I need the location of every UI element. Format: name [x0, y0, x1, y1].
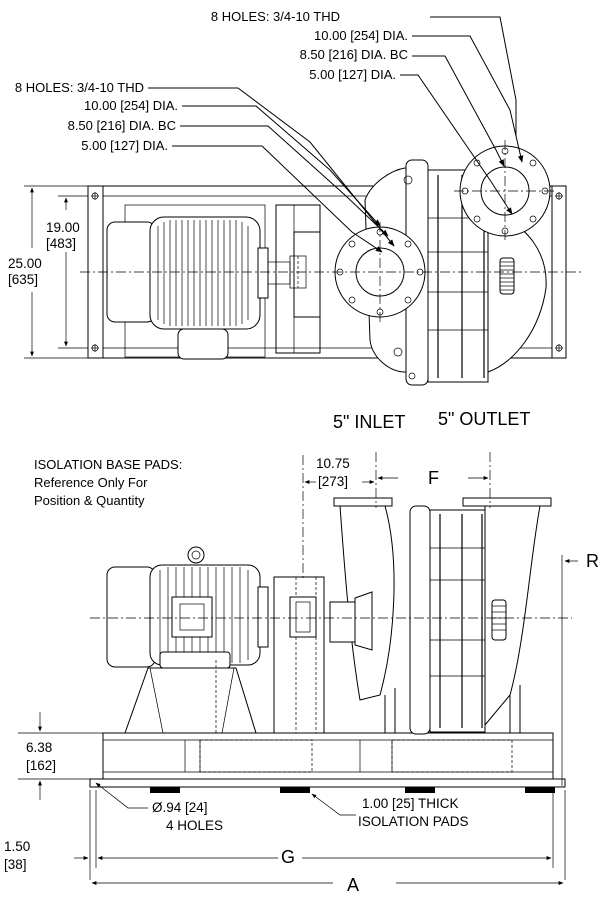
motor-top	[106, 216, 291, 360]
top-vertical-dimensions	[24, 185, 88, 359]
outlet-size-label: 5" OUTLET	[438, 409, 530, 429]
pump-side	[329, 497, 552, 735]
coupling-guard-side	[215, 576, 325, 734]
dim-25-metric: [635]	[8, 272, 38, 287]
outlet-inner-dia-label: 5.00 [127] DIA.	[309, 67, 396, 82]
inlet-inner-dia-label: 5.00 [127] DIA.	[81, 138, 168, 153]
dim-a-label: A	[347, 875, 359, 895]
hole-count-label: 4 HOLES	[166, 818, 223, 833]
pad-thickness-label: 1.00 [25] THICK	[362, 796, 459, 811]
dim-25-value: 25.00	[8, 256, 42, 271]
dim-1075-metric: [273]	[318, 474, 348, 489]
inlet-flange-leaders	[148, 87, 395, 253]
pad-type-label: ISOLATION PADS	[358, 814, 469, 829]
pads-note-line1: ISOLATION BASE PADS:	[34, 457, 182, 472]
pads-note-line3: Position & Quantity	[34, 493, 145, 508]
base-bolt-symbols	[91, 192, 563, 352]
dim-1075-value: 10.75	[316, 456, 350, 471]
dim-150-value: 1.50	[4, 839, 30, 854]
inlet-holes-label: 8 HOLES: 3/4-10 THD	[15, 80, 144, 95]
inlet-size-label: 5" INLET	[333, 412, 405, 432]
hole-dia-label: Ø.94 [24]	[152, 800, 208, 815]
outlet-bolt-circle-label: 8.50 [216] DIA. BC	[300, 47, 408, 62]
dim-638-metric: [162]	[26, 758, 56, 773]
outlet-outer-dia-label: 10.00 [254] DIA.	[314, 28, 408, 43]
top-view: 8 HOLES: 3/4-10 THD 10.00 [254] DIA. 8.5…	[8, 9, 582, 432]
side-view: ISOLATION BASE PADS: Reference Only For …	[4, 452, 599, 895]
coupling-guard-top	[275, 204, 321, 354]
dim-r-label: R	[586, 551, 599, 571]
inlet-outer-dia-label: 10.00 [254] DIA.	[84, 98, 178, 113]
dim-g-label: G	[281, 847, 295, 867]
dim-19-metric: [483]	[46, 236, 76, 251]
dim-19-value: 19.00	[46, 220, 80, 235]
inlet-bolt-circle-label: 8.50 [216] DIA. BC	[68, 118, 176, 133]
dim-f-label: F	[428, 468, 439, 488]
dim-638-value: 6.38	[26, 740, 52, 755]
side-base-frame	[102, 732, 554, 780]
bottom-plate	[89, 778, 566, 788]
motor-side	[106, 546, 269, 734]
isolation-pads	[150, 787, 555, 793]
outlet-flange-leaders	[400, 16, 524, 215]
outlet-holes-label: 8 HOLES: 3/4-10 THD	[211, 9, 340, 24]
dim-638	[18, 712, 103, 800]
dim-150-metric: [38]	[4, 857, 27, 872]
pads-note-line2: Reference Only For	[34, 475, 148, 490]
